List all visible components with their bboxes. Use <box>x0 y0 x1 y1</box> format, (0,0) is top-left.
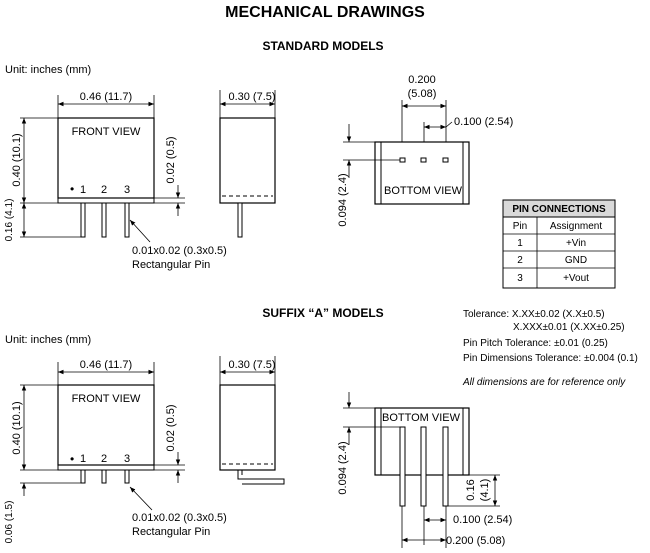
standard-standoff-dim: 0.02 (0.5) <box>165 136 177 183</box>
standard-pin-length-dim: 0.16 (4.1) <box>4 199 15 242</box>
pin-dimensions-tolerance: Pin Dimensions Tolerance: ±0.004 (0.1) <box>463 353 638 364</box>
suffix-pitch-outer: 0.200 (5.08) <box>446 535 505 547</box>
suffix-pitch-inner: 0.100 (2.54) <box>453 514 512 526</box>
standard-width-dim: 0.46 (11.7) <box>80 91 132 103</box>
suffix-pin-length-dim: 0.06 (1.5) <box>4 501 15 544</box>
suffix-pin-length-side: 0.16 <box>465 479 477 500</box>
page-title: MECHANICAL DRAWINGS <box>225 4 425 21</box>
suffix-bottom-view: BOTTOM VIEW 0.094 (2.4) 0.16 (4.1) 0.100… <box>337 392 512 548</box>
tolerance-line-1: Tolerance: X.XX±0.02 (X.X±0.5) <box>463 309 605 320</box>
suffix-pin-3-label: 3 <box>124 453 130 465</box>
pin-table-row-3-assignment: +Vout <box>563 273 589 284</box>
suffix-pin-length-side-mm: (4.1) <box>479 479 491 502</box>
suffix-side-width-dim: 0.30 (7.5) <box>228 359 275 371</box>
pin-table-header-assignment: Assignment <box>550 221 602 232</box>
standard-pin-3-label: 3 <box>124 184 130 196</box>
standard-bottom-view-label: BOTTOM VIEW <box>384 185 463 197</box>
suffix-pin-size: 0.01x0.02 (0.3x0.5) <box>132 512 227 524</box>
standard-bottom-depth-dim: 0.094 (2.4) <box>337 173 349 226</box>
suffix-width-dim: 0.46 (11.7) <box>80 359 132 371</box>
reference-note: All dimensions are for reference only <box>462 377 626 388</box>
tolerance-line-2: X.XXX±0.01 (X.XX±0.25) <box>513 322 625 333</box>
pin-table-title: PIN CONNECTIONS <box>512 204 606 215</box>
standard-pitch-outer: 0.200 <box>408 74 436 86</box>
standard-pitch-inner: 0.100 (2.54) <box>454 116 513 128</box>
suffix-unit-label: Unit: inches (mm) <box>5 334 91 346</box>
suffix-pin-1-label: 1 <box>80 453 86 465</box>
suffix-side-view: 0.30 (7.5) <box>219 356 285 485</box>
suffix-bottom-depth-dim: 0.094 (2.4) <box>337 441 349 494</box>
standard-pin-size: 0.01x0.02 (0.3x0.5) <box>132 245 227 257</box>
standard-pin-1-label: 1 <box>80 184 86 196</box>
pin-table-row-2-pin: 2 <box>517 255 523 266</box>
standard-heading: STANDARD MODELS <box>262 39 383 53</box>
tolerance-notes: Tolerance: X.XX±0.02 (X.X±0.5) X.XXX±0.0… <box>462 309 638 388</box>
pin-pitch-tolerance: Pin Pitch Tolerance: ±0.01 (0.25) <box>463 338 608 349</box>
standard-pitch-outer-mm: (5.08) <box>408 88 437 100</box>
suffix-standoff-dim: 0.02 (0.5) <box>165 404 177 451</box>
pin-table-row-1-assignment: +Vin <box>566 238 586 249</box>
standard-pin-2-label: 2 <box>101 184 107 196</box>
pin-table-row-2-assignment: GND <box>565 255 587 266</box>
suffix-pin-shape: Rectangular Pin <box>132 526 210 538</box>
standard-front-view-label: FRONT VIEW <box>72 126 141 138</box>
suffix-heading: SUFFIX “A” MODELS <box>262 306 383 320</box>
suffix-front-view: 0.46 (11.7) FRONT VIEW • 1 2 3 0.40 (10.… <box>4 359 227 543</box>
suffix-pin-2-label: 2 <box>101 453 107 465</box>
standard-pin-dot: • <box>70 182 74 196</box>
pin-table-row-1-pin: 1 <box>517 238 523 249</box>
suffix-height-dim: 0.40 (10.1) <box>11 401 23 454</box>
standard-unit-label: Unit: inches (mm) <box>5 64 91 76</box>
standard-front-view: 0.46 (11.7) FRONT VIEW • 1 2 3 0.40 (10.… <box>4 91 227 271</box>
pin-table-row-3-pin: 3 <box>517 273 523 284</box>
standard-height-dim: 0.40 (10.1) <box>11 133 23 186</box>
pin-connections-table: PIN CONNECTIONS Pin Assignment 1 +Vin 2 … <box>502 199 616 289</box>
standard-side-width-dim: 0.30 (7.5) <box>228 91 275 103</box>
standard-pin-shape: Rectangular Pin <box>132 259 210 271</box>
standard-bottom-view: 0.200 (5.08) 0.100 (2.54) BOTTOM VIEW 0.… <box>337 74 513 227</box>
standard-side-view: 0.30 (7.5) <box>219 90 276 238</box>
suffix-pin-dot: • <box>70 452 74 466</box>
pin-table-header-pin: Pin <box>513 221 527 232</box>
suffix-bottom-view-label: BOTTOM VIEW <box>382 412 461 424</box>
suffix-front-view-label: FRONT VIEW <box>72 393 141 405</box>
